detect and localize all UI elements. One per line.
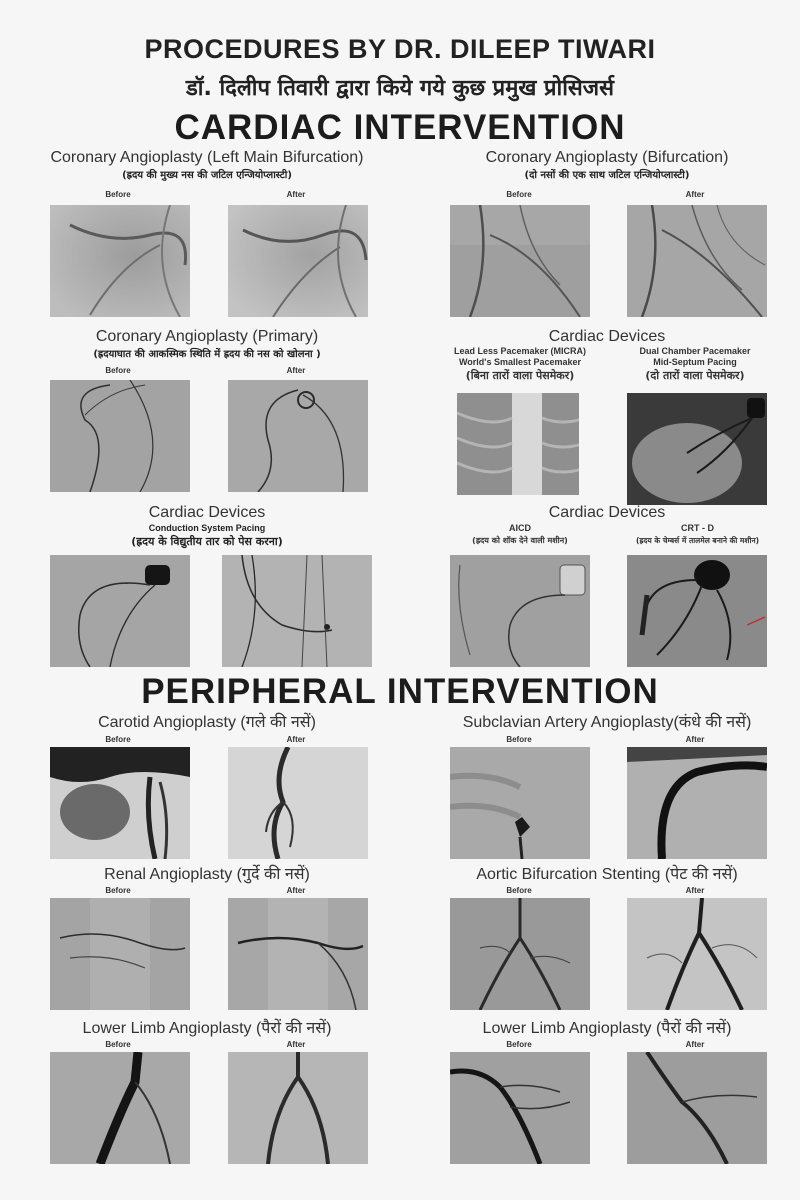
before-label: Before <box>105 190 131 199</box>
micra-hindi: (बिना तारों वाला पेसमेकर) <box>465 369 575 382</box>
xray-image-before <box>50 380 190 492</box>
micra-line1: Lead Less Pacemaker (MICRA) <box>453 346 587 356</box>
block-carotid-angioplasty: Carotid Angioplasty (गले की नसें) <box>17 713 397 733</box>
csp-sub: Conduction System Pacing <box>148 523 266 533</box>
xray-image-after <box>228 898 368 1010</box>
xray-image-after <box>228 747 368 859</box>
block-title: Subclavian Artery Angioplasty(कंधे की नस… <box>462 714 752 731</box>
block-title: Cardiac Devices <box>548 328 666 345</box>
after-label: After <box>286 366 306 375</box>
block-renal-angioplasty: Renal Angioplasty (गुर्दे की नसें) <box>17 865 397 885</box>
before-label: Before <box>506 886 532 895</box>
after-label: After <box>286 190 306 199</box>
before-label: Before <box>105 1040 131 1049</box>
block-hindi-caption: (ह्रदयाघात की आकस्मिक स्थिति में ह्रदय क… <box>93 349 321 360</box>
xray-image-before <box>50 1052 190 1164</box>
aicd-caption: AICD (ह्रदय को शॉक देने वाली मशीन) <box>440 523 600 548</box>
xray-image-after <box>228 205 368 317</box>
after-label: After <box>685 190 705 199</box>
section-cardiac-intervention: CARDIAC INTERVENTION <box>174 108 626 147</box>
xray-image-before <box>50 747 190 859</box>
block-lower-limb-angioplasty-left: Lower Limb Angioplasty (पैरों की नसें) <box>17 1019 397 1039</box>
crtd-caption: CRT - D (ह्रदय के चेम्बर्स में तालमेल बन… <box>600 523 795 548</box>
crtd-hindi: (ह्रदय के चेम्बर्स में तालमेल बनाने की म… <box>635 536 760 545</box>
poster-title-hindi: डॉ. दिलीप तिवारी द्वारा किये गये कुछ प्र… <box>186 76 614 101</box>
block-hindi-caption: (दो नसों की एक साथ जटिल एन्जियोप्लास्टी) <box>524 170 690 181</box>
xray-image-before <box>450 898 590 1010</box>
xray-image-csp-before <box>50 555 190 667</box>
xray-image-after <box>627 747 767 859</box>
poster-title: PROCEDURES BY DR. DILEEP TIWARI <box>144 34 656 64</box>
xray-image-before <box>450 1052 590 1164</box>
after-label: After <box>685 735 705 744</box>
xray-image-after <box>627 898 767 1010</box>
block-cardiac-devices-csp: Cardiac Devices Conduction System Pacing… <box>17 503 397 550</box>
block-hindi-caption: (ह्रदय की मुख्य नस की जटिल एन्जियोप्लास्… <box>122 170 292 181</box>
block-cardiac-devices-pacemaker: Cardiac Devices <box>417 327 797 347</box>
before-label: Before <box>105 366 131 375</box>
block-aortic-bifurcation-stenting: Aortic Bifurcation Stenting (पेट की नसें… <box>417 865 797 885</box>
xray-image-before <box>50 898 190 1010</box>
block-title: Coronary Angioplasty (Bifurcation) <box>485 149 729 166</box>
block-title: Aortic Bifurcation Stenting (पेट की नसें… <box>476 866 738 883</box>
xray-image-before <box>50 205 190 317</box>
block-lower-limb-angioplasty-right: Lower Limb Angioplasty (पैरों की नसें) <box>417 1019 797 1039</box>
xray-image-after <box>228 1052 368 1164</box>
block-hindi-caption: (ह्रदय के विद्युतीय तार को पेस करना) <box>131 535 283 548</box>
block-title: Carotid Angioplasty (गले की नसें) <box>98 714 316 731</box>
block-title: Lower Limb Angioplasty (पैरों की नसें) <box>82 1020 332 1037</box>
block-title: Renal Angioplasty (गुर्दे की नसें) <box>104 866 310 883</box>
xray-image-after <box>228 380 368 492</box>
block-title: Lower Limb Angioplasty (पैरों की नसें) <box>482 1020 732 1037</box>
block-bifurcation: Coronary Angioplasty (Bifurcation) (दो न… <box>417 148 797 183</box>
xray-image-crtd <box>627 555 767 667</box>
after-label: After <box>286 886 306 895</box>
dual-hindi: (दो तारों वाला पेसमेकर) <box>645 369 745 382</box>
after-label: After <box>286 1040 306 1049</box>
xray-image-before <box>450 747 590 859</box>
xray-image-micra <box>457 393 579 495</box>
xray-image-csp-after <box>222 555 372 667</box>
section-peripheral-intervention: PERIPHERAL INTERVENTION <box>141 672 659 711</box>
xray-image-after <box>627 1052 767 1164</box>
aicd-line1: AICD <box>509 523 531 533</box>
before-label: Before <box>506 190 532 199</box>
xray-image-dual-chamber <box>627 393 767 505</box>
block-primary-angioplasty: Coronary Angioplasty (Primary) (ह्रदयाघा… <box>17 327 397 362</box>
xray-image-after <box>627 205 767 317</box>
dual-line2: Mid-Septum Pacing <box>653 357 737 367</box>
block-subclavian-angioplasty: Subclavian Artery Angioplasty(कंधे की नस… <box>417 713 797 733</box>
before-label: Before <box>105 735 131 744</box>
xray-image-aicd <box>450 555 590 667</box>
after-label: After <box>685 1040 705 1049</box>
micra-caption: Lead Less Pacemaker (MICRA) World's Smal… <box>440 346 600 384</box>
micra-line2: World's Smallest Pacemaker <box>458 357 582 367</box>
before-label: Before <box>105 886 131 895</box>
dual-line1: Dual Chamber Pacemaker <box>639 346 751 356</box>
block-cardiac-devices-aicd: Cardiac Devices <box>417 503 797 523</box>
dual-chamber-caption: Dual Chamber Pacemaker Mid-Septum Pacing… <box>615 346 775 384</box>
block-left-main-bifurcation: Coronary Angioplasty (Left Main Bifurcat… <box>17 148 397 183</box>
before-label: Before <box>506 735 532 744</box>
after-label: After <box>286 735 306 744</box>
aicd-hindi: (ह्रदय को शॉक देने वाली मशीन) <box>472 536 568 545</box>
before-label: Before <box>506 1040 532 1049</box>
crtd-line1: CRT - D <box>681 523 714 533</box>
block-title: Cardiac Devices <box>548 504 666 521</box>
block-title: Cardiac Devices <box>148 504 266 521</box>
block-title: Coronary Angioplasty (Primary) <box>95 328 319 345</box>
block-title: Coronary Angioplasty (Left Main Bifurcat… <box>50 149 364 166</box>
xray-image-before <box>450 205 590 317</box>
after-label: After <box>685 886 705 895</box>
